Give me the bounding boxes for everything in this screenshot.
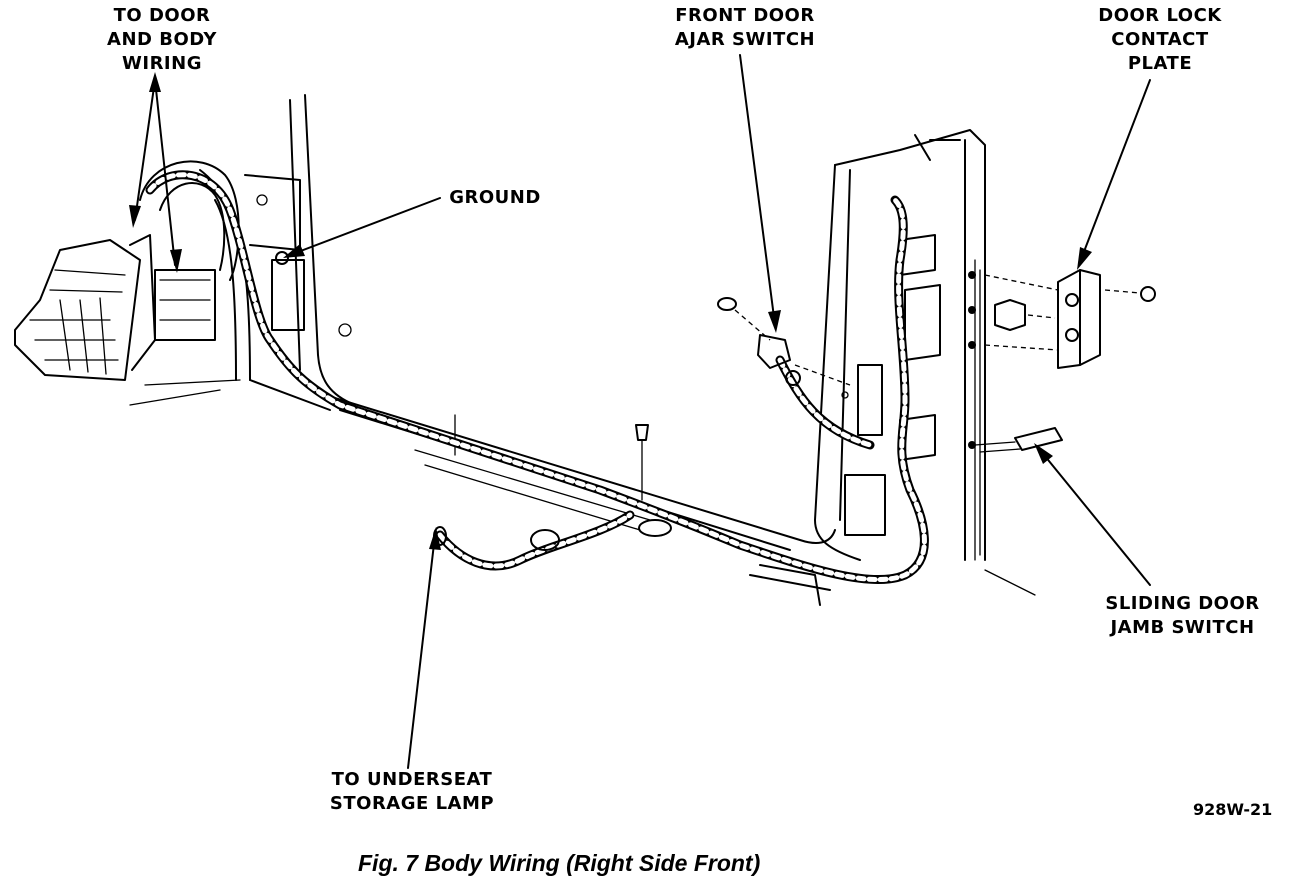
label-sliding-door-jamb-switch: SLIDING DOOR JAMB SWITCH <box>1095 592 1270 640</box>
label-line: STORAGE LAMP <box>329 793 495 814</box>
leader-arrows <box>129 54 1151 769</box>
label-line: TO DOOR <box>113 5 211 26</box>
label-line: DOOR LOCK <box>1098 5 1222 26</box>
label-to-door-body-wiring: TO DOOR AND BODY WIRING <box>92 4 232 76</box>
label-line: AJAR SWITCH <box>674 29 816 50</box>
ground-screw <box>275 251 289 265</box>
door-body-connector-cluster <box>14 160 240 381</box>
label-front-door-ajar-switch: FRONT DOOR AJAR SWITCH <box>665 4 825 52</box>
label-line: GROUND <box>449 187 541 208</box>
main-harness <box>145 170 929 585</box>
door-sill <box>249 379 836 606</box>
label-line: WIRING <box>122 53 202 74</box>
sliding-door-jamb-switch <box>974 427 1063 453</box>
label-line: FRONT DOOR <box>675 5 815 26</box>
label-line: SLIDING DOOR <box>1105 593 1260 614</box>
label-line: TO UNDERSEAT <box>331 769 493 790</box>
door-lock-contact-plate <box>984 269 1156 369</box>
figure-caption: Fig. 7 Body Wiring (Right Side Front) <box>358 850 761 876</box>
figure-code: 928W-21 <box>1193 800 1273 819</box>
label-line: JAMB SWITCH <box>1110 617 1255 638</box>
label-line: AND BODY <box>107 29 217 50</box>
front-door-ajar-switch <box>717 297 851 399</box>
label-door-lock-contact-plate: DOOR LOCK CONTACT PLATE <box>1090 4 1230 76</box>
label-line: CONTACT <box>1111 29 1209 50</box>
label-line: PLATE <box>1127 53 1193 74</box>
sill-screw <box>635 424 649 501</box>
label-to-underseat-storage-lamp: TO UNDERSEAT STORAGE LAMP <box>322 768 502 816</box>
label-ground: GROUND <box>440 186 550 210</box>
